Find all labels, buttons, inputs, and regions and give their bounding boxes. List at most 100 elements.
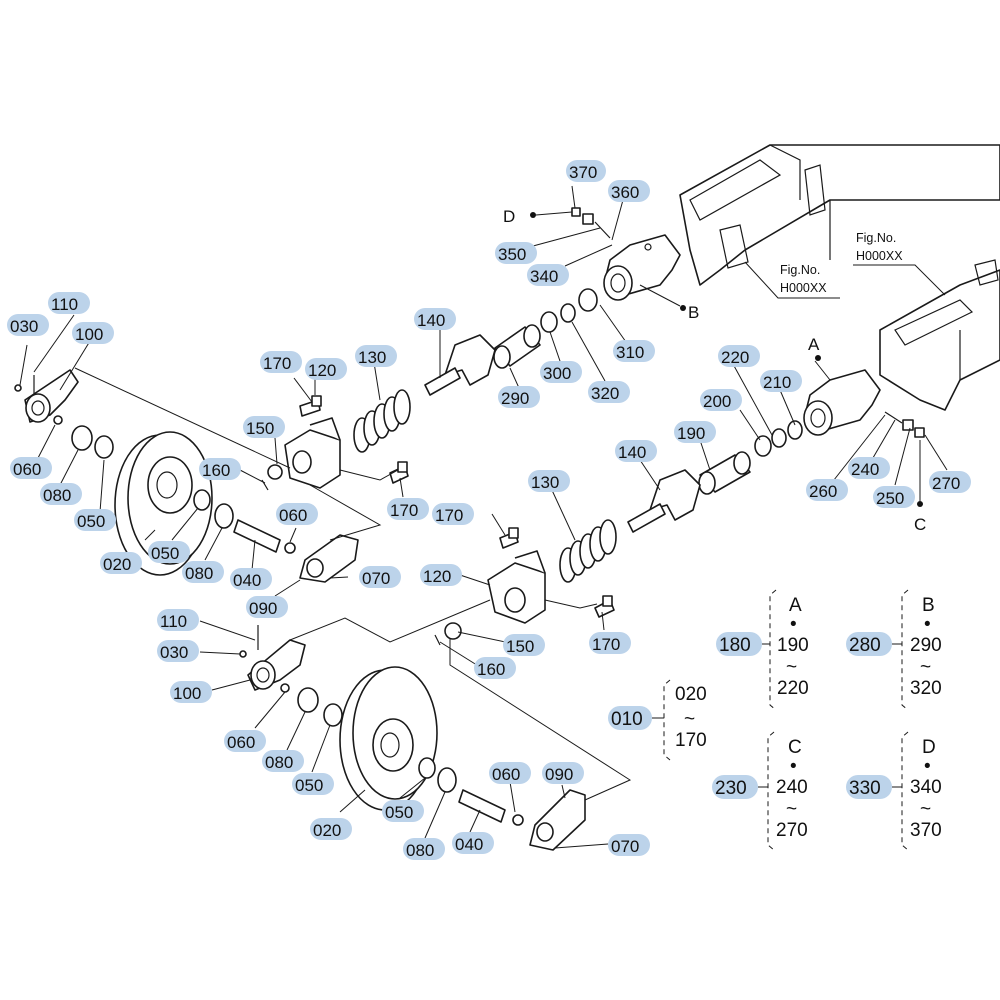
bracket-090-upper [299, 534, 359, 583]
label-120-lower: 120 [423, 567, 451, 586]
fig-ref-1-line2: H000XX [780, 281, 827, 295]
label-bg-140b [615, 440, 657, 462]
label-bg-130a [355, 345, 397, 367]
o-ring-060-lower-b [512, 814, 524, 826]
bracket-100-lower [247, 639, 306, 691]
bushing-050-upper-a [94, 435, 114, 459]
label-160-upper: 160 [202, 461, 230, 480]
idler-wheel-020-lower [339, 666, 438, 811]
label-bg-120a [305, 358, 347, 380]
label-050-lower-a: 050 [295, 776, 323, 795]
fig-ref-2-line2: H000XX [856, 249, 903, 263]
label-bg-040a [230, 568, 272, 590]
fig-ref-1: Fig.No. H000XX [744, 261, 840, 299]
label-110-upper: 110 [51, 295, 78, 314]
spring-130-upper [353, 389, 411, 453]
seal-080-upper-b [214, 503, 234, 529]
assembly-line-lower-c [544, 599, 598, 609]
legend-230-dot: • [790, 756, 797, 777]
label-150-lower: 150 [506, 637, 534, 656]
track-frame-upper [679, 144, 1000, 286]
legend-group-010: 010 020 ~ 170 [611, 679, 707, 761]
label-030-lower: 030 [160, 643, 188, 662]
leader-lines [19, 185, 948, 849]
label-150-upper: 150 [246, 419, 274, 438]
bushing-050-lower-a [323, 703, 343, 727]
label-bg-240 [848, 457, 890, 479]
pin-160-lower [434, 634, 441, 646]
label-bg-210 [760, 370, 802, 392]
label-070-upper: 070 [362, 569, 390, 588]
label-bg-370 [566, 160, 606, 182]
label-bg-170a [260, 351, 302, 373]
label-060-lower-b: 060 [492, 765, 520, 784]
label-bg-320 [588, 381, 630, 403]
label-bg-300 [540, 361, 582, 383]
legend-010-id: 010 [611, 709, 643, 730]
legend-180-id: 180 [719, 635, 751, 656]
label-bg-350 [495, 242, 537, 264]
label-bg-060d [489, 762, 531, 784]
label-bg-060a [10, 457, 52, 479]
legend-280-to: 320 [910, 678, 942, 699]
label-090-upper: 090 [249, 599, 277, 618]
legend-group-280: 280 B • 290 ~ 320 [849, 589, 942, 711]
legend-280-id: 280 [849, 635, 881, 656]
label-030-upper: 030 [10, 317, 38, 336]
legend-group-230: 230 C • 240 ~ 270 [715, 731, 808, 851]
label-020-upper: 020 [103, 555, 131, 574]
bracket-a [803, 369, 881, 436]
label-bg-090b [542, 762, 584, 784]
label-bg-140a [414, 308, 456, 330]
track-frame-lower [879, 259, 1000, 411]
o-ring-300 [540, 311, 558, 333]
legend-010-to: 170 [675, 730, 707, 751]
label-bg-160b [474, 657, 516, 679]
point-b: B [688, 303, 699, 322]
bolt-170-a [299, 395, 322, 417]
bracket-100-upper [24, 369, 79, 423]
spring-130-lower [559, 519, 617, 583]
label-290: 290 [501, 389, 529, 408]
label-320: 320 [591, 384, 619, 403]
label-200: 200 [703, 392, 731, 411]
legend-180-letter: A [789, 595, 802, 616]
label-bg-020a [100, 552, 142, 574]
label-130-lower: 130 [531, 473, 559, 492]
nut-030-lower [239, 650, 247, 658]
legend-230-to: 270 [776, 820, 808, 841]
label-170-c: 170 [435, 506, 463, 525]
label-040-upper: 040 [233, 571, 261, 590]
point-a: A [808, 335, 820, 354]
label-040-lower: 040 [455, 835, 483, 854]
nut-030-upper [14, 384, 22, 392]
grease-fitting-d [530, 207, 611, 239]
nut-150-lower [444, 622, 462, 640]
legend-330-id: 330 [849, 778, 881, 799]
legend-180-dot: • [790, 614, 797, 635]
label-bg-170b [387, 498, 429, 520]
cylinder-290 [493, 324, 541, 369]
label-050-upper-b: 050 [151, 544, 179, 563]
o-ring-220 [771, 428, 787, 448]
grease-fitting-c [884, 411, 925, 507]
bracket-b [603, 234, 681, 301]
legend-180-to: 220 [777, 678, 809, 699]
assembly-line-lower-a [289, 599, 491, 643]
label-160-lower: 160 [477, 660, 505, 679]
callouts: 370 360 350 340 310 300 320 290 140 130 … [7, 160, 971, 860]
legend-330-to: 370 [910, 820, 942, 841]
label-110-lower: 110 [160, 612, 187, 631]
label-350: 350 [498, 245, 526, 264]
label-080-lower-b: 080 [406, 841, 434, 860]
label-300: 300 [543, 364, 571, 383]
label-bg-230 [712, 775, 758, 799]
shaft-040-lower [458, 789, 506, 823]
label-060-upper-b: 060 [279, 506, 307, 525]
label-bg-050b [148, 541, 190, 563]
label-360: 360 [611, 183, 639, 202]
label-080-upper-b: 080 [185, 564, 213, 583]
label-bg-280 [846, 632, 892, 656]
label-190: 190 [677, 424, 705, 443]
